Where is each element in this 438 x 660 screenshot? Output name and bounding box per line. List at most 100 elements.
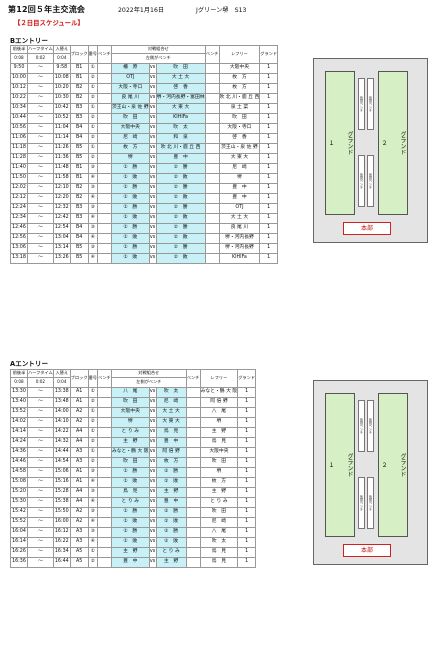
changeover-value: 0:04 <box>52 53 71 64</box>
vs-label: vs <box>148 123 157 134</box>
match-number: ② <box>87 113 98 124</box>
number-header: 番号 <box>87 369 98 388</box>
time-separator: ～ <box>27 417 54 428</box>
bench-cell <box>96 93 112 104</box>
bench-cell <box>185 447 201 458</box>
ground-1-number: １ <box>327 462 334 468</box>
vs-label: vs <box>148 93 157 104</box>
vs-label: vs <box>148 507 157 518</box>
match-number: ② <box>87 133 98 144</box>
ground-number: 1 <box>259 133 279 144</box>
ground-number: 1 <box>259 233 279 244</box>
vs-label: vs <box>148 63 157 74</box>
block-id: B3 <box>69 103 89 114</box>
time-separator: ～ <box>27 527 54 538</box>
ground-number: 1 <box>237 407 256 418</box>
ground-2-b: グランド ２ <box>378 71 408 215</box>
referee-header: レフリー <box>218 45 261 64</box>
away-team: ② 敗 <box>155 213 206 224</box>
bench-cell <box>96 143 112 154</box>
block-id: A1 <box>69 387 89 398</box>
bench-cell <box>204 133 220 144</box>
bench-cell <box>204 183 220 194</box>
away-team: ② 敗 <box>155 477 187 488</box>
time-separator: ～ <box>27 457 54 468</box>
bench-cell <box>96 233 112 244</box>
bench-header: ベンチ <box>96 45 112 64</box>
bench-cell <box>96 497 112 508</box>
time-separator: ～ <box>27 557 54 568</box>
referee-team: 泉 土 菜 <box>218 103 261 114</box>
referee-team: 大阪・寺口 <box>218 123 261 134</box>
home-team: ① 敗 <box>110 173 150 184</box>
end-time: 15:06 <box>52 467 71 478</box>
bench-note: 左側がベンチ <box>110 53 206 64</box>
time-separator: ～ <box>27 253 54 264</box>
end-time: 12:32 <box>52 203 71 214</box>
time-separator: ～ <box>27 387 54 398</box>
block-id: B5 <box>69 253 89 264</box>
match-number: ① <box>87 63 98 74</box>
bench-cell <box>96 487 112 498</box>
referee-team: 堺・河内長野 <box>218 243 261 254</box>
away-team: 堺・河内長野・富田林 <box>155 93 206 104</box>
block-id: A2 <box>69 507 89 518</box>
vs-label: vs <box>148 213 157 224</box>
block-id: B2 <box>69 93 89 104</box>
away-team: と り み <box>155 547 187 558</box>
away-team: ② 敗 <box>155 537 187 548</box>
time-separator: ～ <box>27 547 54 558</box>
changeover-header: 入替え <box>52 45 71 54</box>
bench-cell <box>204 193 220 204</box>
bench-cell <box>96 467 112 478</box>
time-separator: ～ <box>27 497 54 508</box>
referee-team: 尼 崎 <box>218 163 261 174</box>
bench-cell <box>185 417 201 428</box>
vs-label: vs <box>148 547 157 558</box>
start-time: 9:50 <box>10 63 28 74</box>
away-team: 鳥 見 <box>155 427 187 438</box>
block-id: B4 <box>69 233 89 244</box>
referee-team: 枚 方 <box>218 83 261 94</box>
away-team: ② 勝 <box>155 467 187 478</box>
vs-label: vs <box>148 527 157 538</box>
bench-cell <box>185 547 201 558</box>
time-separator: ～ <box>27 537 54 548</box>
referee-team: 大阪中央 <box>199 447 239 458</box>
home-team: 豊 中 <box>110 557 150 568</box>
vs-label: vs <box>148 143 157 154</box>
match-number: ③ <box>87 507 98 518</box>
block-id: A2 <box>69 517 89 528</box>
start-time: 11:28 <box>10 153 28 164</box>
away-team: 主 野 <box>155 487 187 498</box>
match-number: ② <box>87 153 98 164</box>
referee-team: 堺 <box>218 173 261 184</box>
vs-label: vs <box>148 477 157 488</box>
match-number: ③ <box>87 527 98 538</box>
bench-cell <box>96 557 112 568</box>
home-team: ① 敗 <box>110 253 150 264</box>
bench-cell <box>96 103 112 114</box>
ground-number: 1 <box>259 83 279 94</box>
bench-cell <box>96 507 112 518</box>
away-team: 枚 方 <box>155 457 187 468</box>
match-number: ③ <box>87 163 98 174</box>
ground-number: 1 <box>237 557 256 568</box>
time-separator: ～ <box>27 183 54 194</box>
home-team: 尼 崎 <box>110 133 150 144</box>
bench-cell <box>204 103 220 114</box>
time-separator: ～ <box>27 437 54 448</box>
block-id: A1 <box>69 477 89 488</box>
match-number: ① <box>87 547 98 558</box>
referee-team: 良 尾 川 <box>218 223 261 234</box>
away-team: 大 東 大 <box>155 103 206 114</box>
headquarters-b: 本部 <box>343 222 391 235</box>
